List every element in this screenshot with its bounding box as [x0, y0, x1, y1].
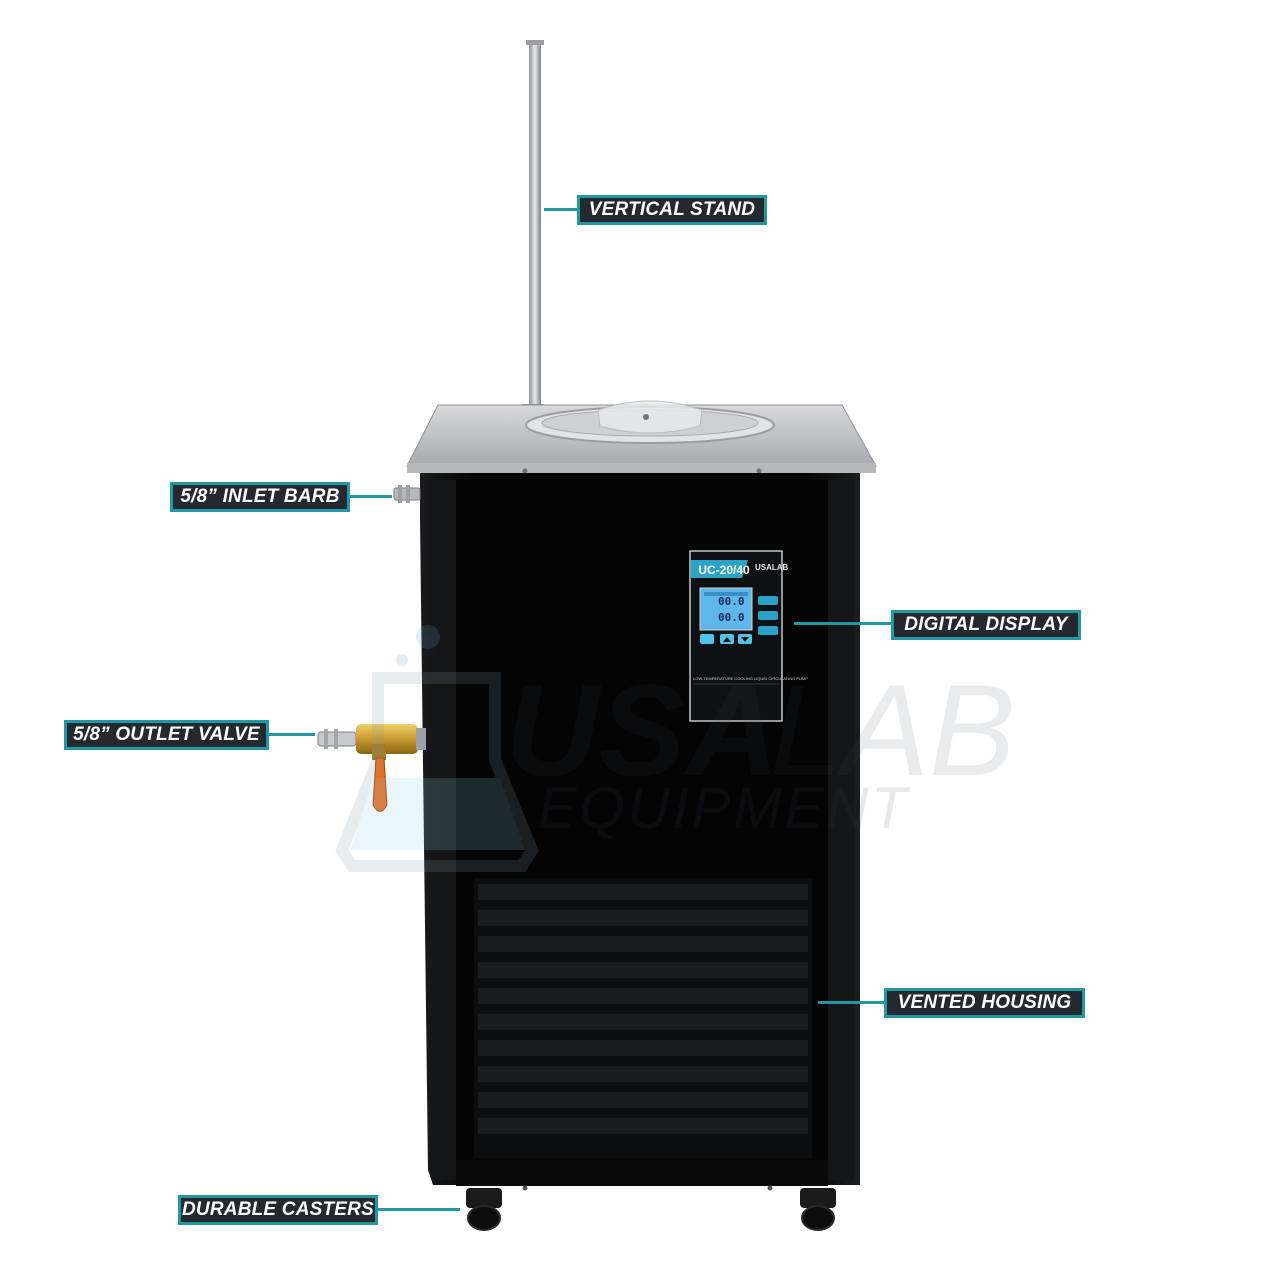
vent-slats [474, 878, 812, 1158]
panel-model-label: UC-20/40 [698, 563, 750, 577]
lcd-actual-temp: 00.0 [718, 611, 745, 624]
callout-inlet-barb: 5/8” INLET BARB [170, 482, 350, 512]
watermark-usa: USA [505, 657, 780, 803]
control-panel [689, 550, 783, 722]
watermark-flask-logo [335, 625, 539, 872]
callout-durable-casters: DURABLE CASTERS [178, 1195, 378, 1225]
panel-brand-label: USALAB [755, 563, 789, 572]
leader-lines [269, 208, 892, 1211]
vertical-stand-rod [521, 40, 545, 418]
caster-wheels [466, 1188, 836, 1231]
callout-digital-display: DIGITAL DISPLAY [891, 610, 1081, 640]
callout-vertical-stand: VERTICAL STAND [577, 195, 767, 225]
watermark-lab: LAB [770, 657, 1016, 803]
inlet-barb [393, 485, 421, 503]
callout-vented-housing: VENTED HOUSING [884, 988, 1085, 1018]
lcd-set-temp: 00.0 [718, 595, 745, 608]
outlet-valve [317, 724, 426, 812]
steel-top-plate [406, 400, 877, 474]
callout-outlet-valve: 5/8” OUTLET VALVE [64, 720, 269, 750]
panel-subtitle: LOW-TEMPERATURE COOLING LIQUID CIRCULATI… [693, 676, 808, 681]
watermark-equipment: EQUIPMENT [538, 776, 910, 841]
